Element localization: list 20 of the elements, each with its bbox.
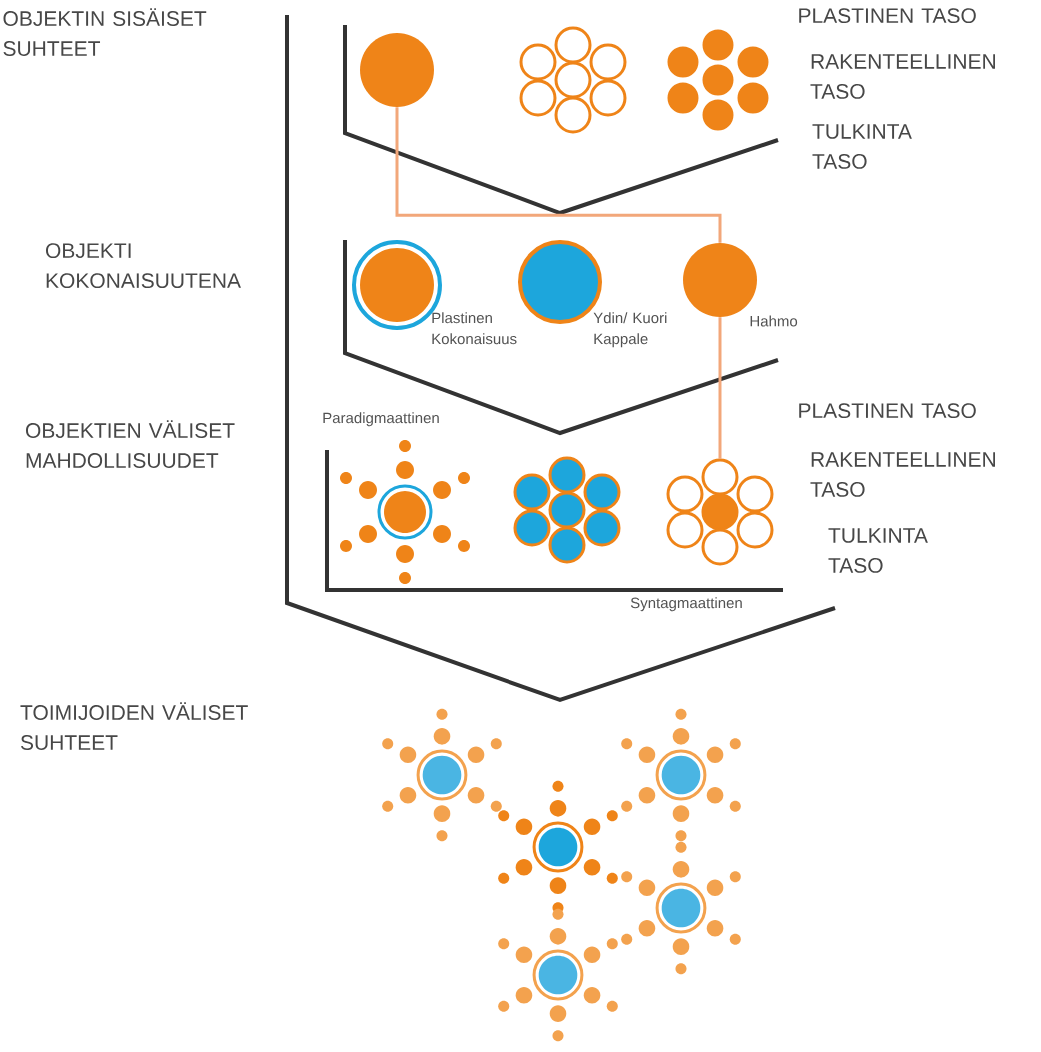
caption-label: Hahmo [750,315,798,327]
level-label: RAKENTEELLINEN TASO [810,452,995,497]
leader-line [718,317,722,459]
caption-label: Ydin/ Kuori Kappale [593,312,667,348]
axis-label: Syntagmaattinen [630,597,742,612]
level-label: PLASTINEN TASO [799,8,976,24]
leader-line [395,107,722,243]
level-label: TULKINTA TASO [828,528,928,573]
circle [683,243,757,317]
circle-cluster-drawing [666,458,774,566]
level-label: RAKENTEELLINEN TASO [810,54,995,99]
heading: OBJEKTIEN VÄLISET MAHDOLLISUUDET [26,420,235,468]
caption-label: Plastinen Kokonaisuus [432,312,517,345]
axis-label: Paradigmaattinen [323,412,439,427]
heading: OBJEKTI KOKONAISUUTENA [46,243,241,289]
heading: TOIMIJOIDEN VÄLISET SUHTEET [20,702,248,750]
circle [360,33,434,107]
level-label: PLASTINEN TASO [799,403,976,419]
level-label: TULKINTA TASO [812,124,912,169]
heading: OBJEKTIN SISÄISET SUHTEET [3,8,207,56]
